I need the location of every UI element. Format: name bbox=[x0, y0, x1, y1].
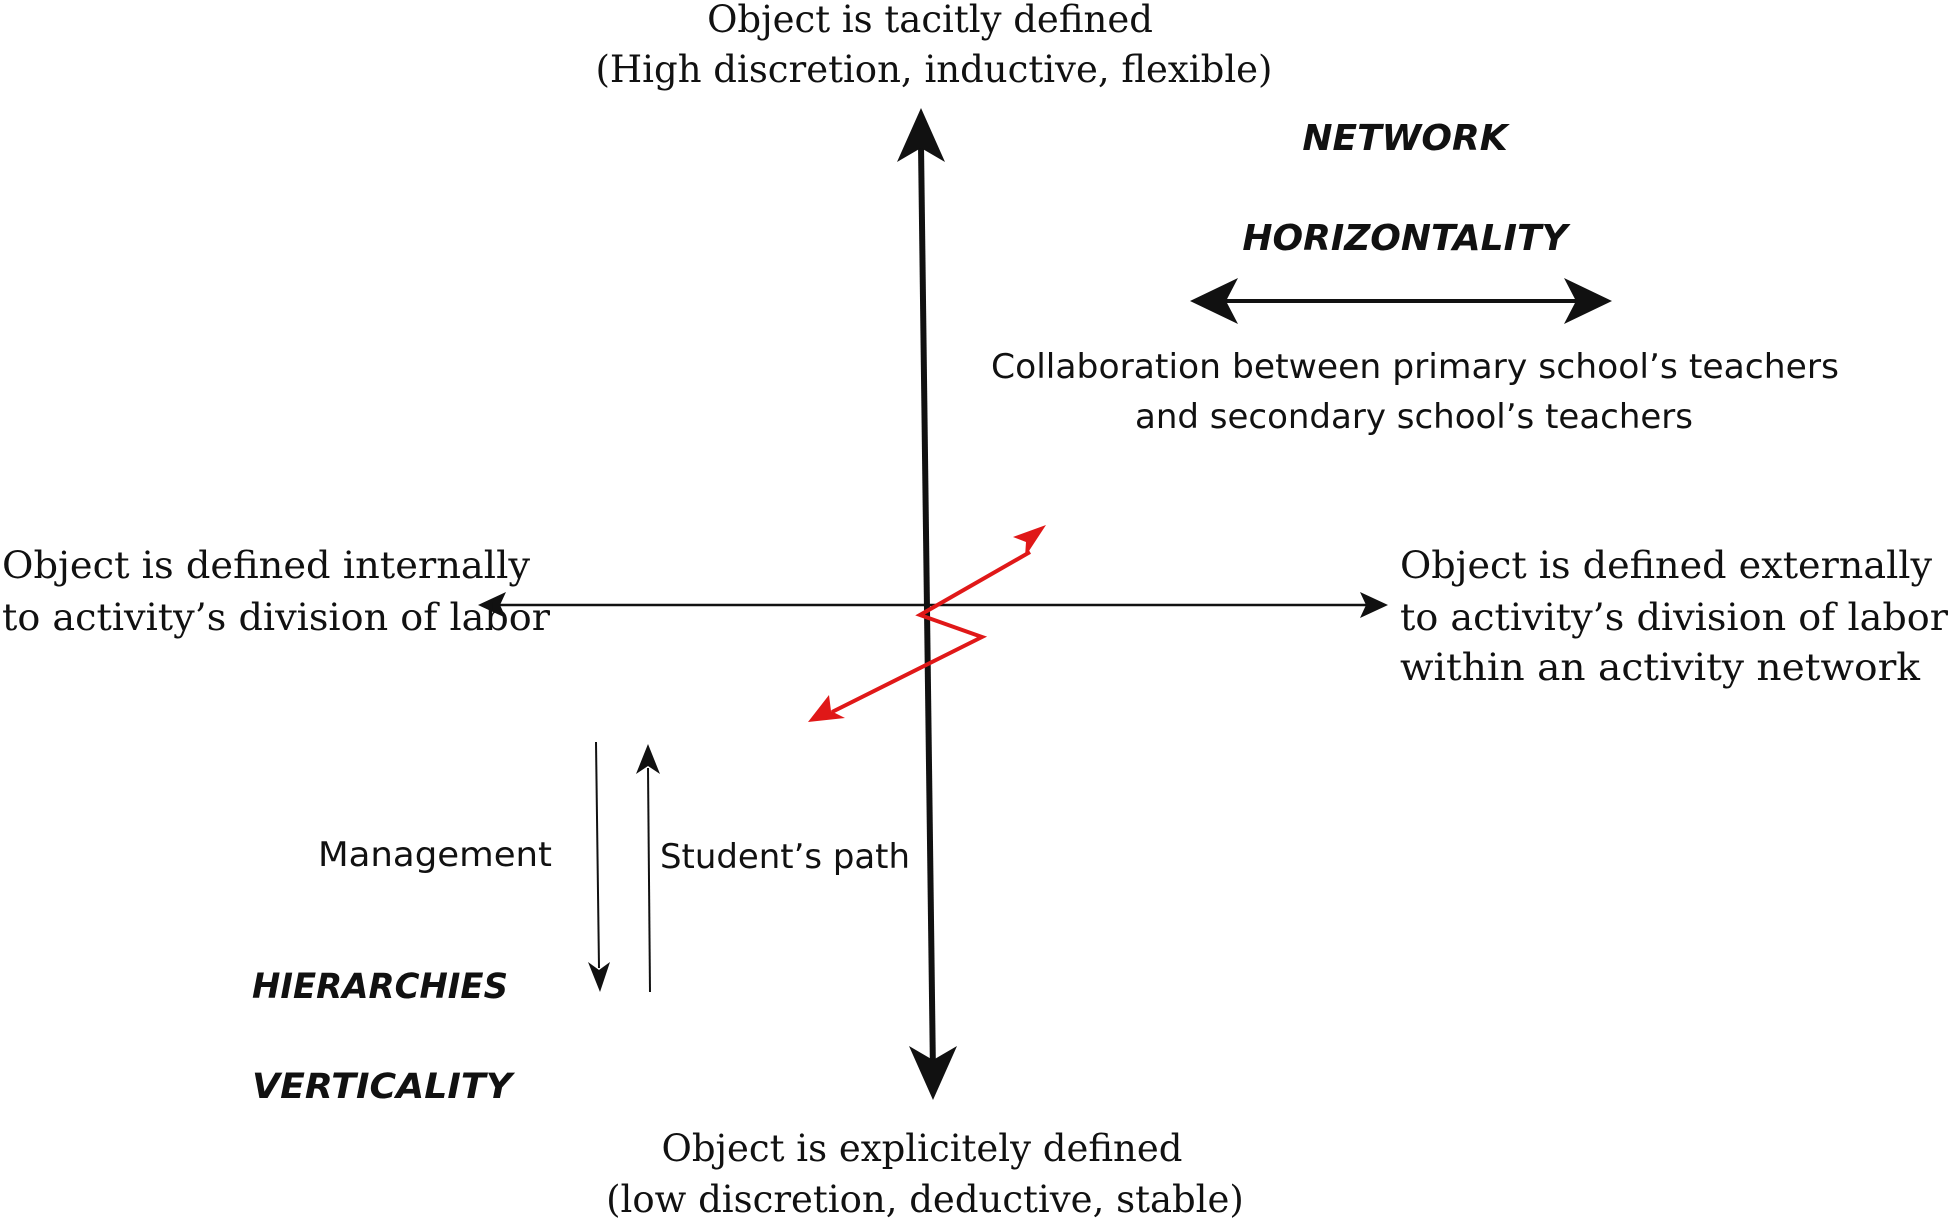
collaboration-caption-line2: and secondary school’s teachers bbox=[1135, 397, 1693, 437]
management-arrow bbox=[588, 741, 610, 992]
students-path-label: Student’s path bbox=[660, 837, 910, 877]
bottom-label-line2: (low discretion, deductive, stable) bbox=[606, 1178, 1244, 1221]
collaboration-caption-line1: Collaboration between primary school’s t… bbox=[991, 347, 1839, 387]
management-arrowhead bbox=[588, 962, 610, 992]
network-heading: NETWORK bbox=[1302, 118, 1510, 159]
red-path-arrowhead-bottom bbox=[808, 695, 845, 722]
horizontal-axis-arrowhead-right bbox=[1360, 592, 1388, 618]
horizontal-axis-arrowhead-left bbox=[478, 592, 506, 618]
right-label-line2: to activity’s division of labor bbox=[1400, 596, 1948, 639]
vertical-axis-arrowhead-bottom bbox=[909, 1046, 957, 1100]
horizontality-arrow bbox=[1190, 278, 1612, 324]
hierarchies-heading: HIERARCHIES bbox=[252, 967, 508, 1007]
right-label-line1: Object is defined externally bbox=[1400, 544, 1932, 587]
left-label-line1: Object is defined internally bbox=[2, 544, 530, 587]
students-path-arrowhead bbox=[636, 744, 660, 774]
red-zigzag-path bbox=[808, 525, 1046, 722]
right-label-line3: within an activity network bbox=[1400, 646, 1921, 689]
left-label-line2: to activity’s division of labor bbox=[2, 596, 550, 639]
management-label: Management bbox=[318, 835, 552, 875]
horizontal-axis bbox=[478, 592, 1388, 618]
horizontality-arrowhead-right bbox=[1564, 278, 1612, 324]
red-path-arrowhead-top bbox=[1013, 525, 1046, 557]
horizontality-arrowhead-left bbox=[1190, 278, 1238, 324]
verticality-heading: VERTICALITY bbox=[252, 1067, 516, 1107]
top-label-line2: (High discretion, inductive, flexible) bbox=[595, 48, 1272, 91]
top-label-line1: Object is tacitly defined bbox=[707, 0, 1153, 41]
vertical-axis-arrowhead-top bbox=[897, 108, 945, 162]
students-path-arrow bbox=[636, 744, 660, 993]
bottom-label-line1: Object is explicitely defined bbox=[662, 1127, 1183, 1170]
horizontality-heading: HORIZONTALITY bbox=[1242, 218, 1571, 259]
